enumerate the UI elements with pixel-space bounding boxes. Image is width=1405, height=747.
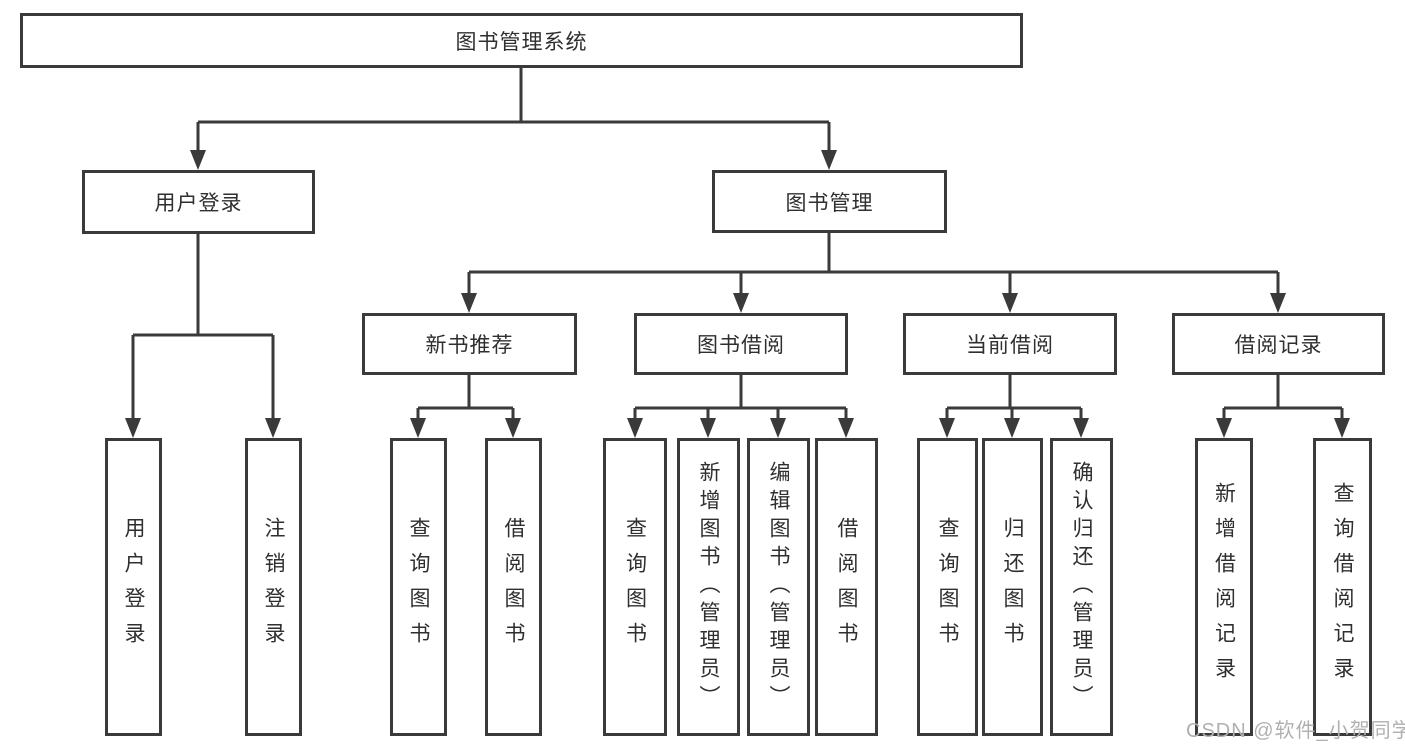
- arrowheads-new-book-children: [410, 418, 521, 438]
- csdn-watermark: CSDN @软件_小贺同学: [1186, 720, 1405, 742]
- leaf-query-books-current-label: 查询图书: [936, 517, 959, 657]
- leaf-query-books-recommend-label: 查询图书: [407, 517, 430, 657]
- leaf-borrow-books-recommend: 借阅图书: [485, 438, 542, 736]
- leaf-add-borrow-record: 新增借阅记录: [1195, 438, 1253, 736]
- arrowheads-book-mgmt-to-level3: [461, 293, 1286, 313]
- node-new-book-recommend: 新书推荐: [362, 313, 577, 375]
- leaf-query-books-recommend: 查询图书: [390, 438, 447, 736]
- connector-current-borrow-children: [945, 375, 1083, 420]
- node-book-borrowing: 图书借阅: [634, 313, 848, 375]
- leaf-add-books-admin-label: 新增图书（管理员）: [697, 461, 720, 713]
- leaf-add-books-admin: 新增图书（管理员）: [677, 438, 740, 736]
- arrowheads-borrow-record-children: [1216, 418, 1350, 438]
- leaf-return-books-label: 归还图书: [1001, 517, 1024, 657]
- node-book-management: 图书管理: [712, 170, 947, 233]
- leaf-logout-label: 注销登录: [262, 517, 285, 657]
- leaf-confirm-return-admin: 确认归还（管理员）: [1050, 438, 1113, 736]
- arrowheads-book-borrow-children: [627, 418, 854, 438]
- leaf-borrow-books-recommend-label: 借阅图书: [502, 517, 525, 657]
- connector-borrow-record-children: [1222, 375, 1344, 420]
- leaf-query-borrow-record: 查询借阅记录: [1313, 438, 1372, 736]
- leaf-edit-books-admin: 编辑图书（管理员）: [747, 438, 810, 736]
- connector-book-borrow-children: [633, 375, 848, 420]
- connector-new-book-children: [416, 375, 515, 420]
- node-current-borrowing: 当前借阅: [903, 313, 1117, 375]
- node-root-library-system: 图书管理系统: [20, 13, 1023, 68]
- leaf-user-login: 用户登录: [105, 438, 162, 736]
- connector-book-mgmt-to-level3: [467, 233, 1280, 295]
- arrowheads-root-to-level2: [190, 150, 837, 170]
- leaf-borrow-books-borrowing: 借阅图书: [815, 438, 878, 736]
- leaf-query-borrow-record-label: 查询借阅记录: [1331, 482, 1354, 692]
- leaf-query-books-borrowing: 查询图书: [603, 438, 667, 736]
- leaf-add-borrow-record-label: 新增借阅记录: [1212, 482, 1236, 692]
- leaf-query-books-borrowing-label: 查询图书: [623, 517, 647, 657]
- leaf-confirm-return-admin-label: 确认归还（管理员）: [1070, 461, 1093, 713]
- leaf-return-books: 归还图书: [982, 438, 1043, 736]
- connector-root-to-level2: [196, 68, 831, 152]
- leaf-query-books-current: 查询图书: [917, 438, 978, 736]
- leaf-user-login-label: 用户登录: [122, 517, 145, 657]
- arrowheads-user-login-children: [125, 418, 281, 438]
- arrowheads-current-borrow-children: [939, 418, 1089, 438]
- node-user-login: 用户登录: [82, 170, 315, 234]
- connector-user-login-children: [131, 234, 275, 420]
- leaf-borrow-books-borrowing-label: 借阅图书: [835, 517, 858, 657]
- leaf-edit-books-admin-label: 编辑图书（管理员）: [767, 461, 790, 713]
- node-borrowing-records: 借阅记录: [1172, 313, 1385, 375]
- leaf-logout: 注销登录: [245, 438, 302, 736]
